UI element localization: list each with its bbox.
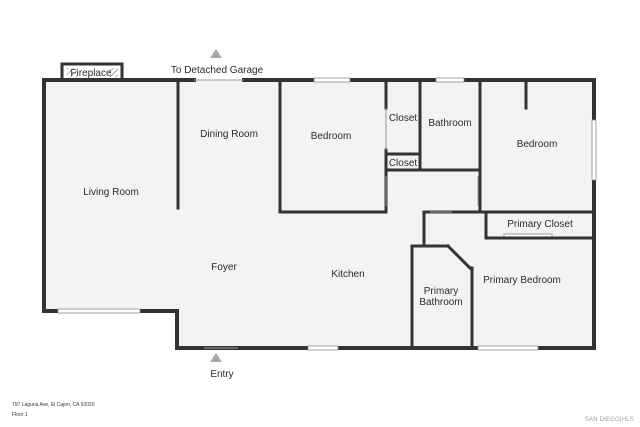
primary-bedroom-label: Primary Bedroom bbox=[483, 275, 561, 286]
entry-label: Entry bbox=[210, 369, 233, 380]
foyer-label: Foyer bbox=[211, 262, 237, 273]
dining-room-label: Dining Room bbox=[200, 129, 258, 140]
living-room-label: Living Room bbox=[83, 187, 139, 198]
floor-caption: Floor 1 bbox=[12, 412, 28, 418]
fireplace-label: Fireplace bbox=[70, 68, 112, 79]
primary-bathroom-label-line2: Bathroom bbox=[419, 297, 462, 308]
closet-1-label: Closet bbox=[389, 113, 418, 124]
windows bbox=[57, 77, 597, 351]
door-openings bbox=[194, 79, 479, 349]
garage-arrow-icon bbox=[210, 49, 222, 58]
garage-label: To Detached Garage bbox=[171, 65, 264, 76]
bedroom-1-label: Bedroom bbox=[311, 131, 352, 142]
closet-2-label: Closet bbox=[389, 158, 418, 169]
entry-arrow-icon bbox=[210, 353, 222, 362]
fireplace bbox=[60, 62, 124, 82]
bathroom-label: Bathroom bbox=[428, 118, 471, 129]
brand-watermark: SAN DIEGO|HLS bbox=[584, 417, 634, 423]
address-caption: 797 Laguna Ave, El Cajon, CA 92020 bbox=[12, 402, 95, 408]
floor-area bbox=[44, 80, 594, 348]
primary-bathroom-label-line1: Primary bbox=[424, 286, 458, 297]
primary-closet-label: Primary Closet bbox=[507, 219, 573, 230]
bedroom-2-label: Bedroom bbox=[517, 139, 558, 150]
kitchen-label: Kitchen bbox=[331, 269, 364, 280]
